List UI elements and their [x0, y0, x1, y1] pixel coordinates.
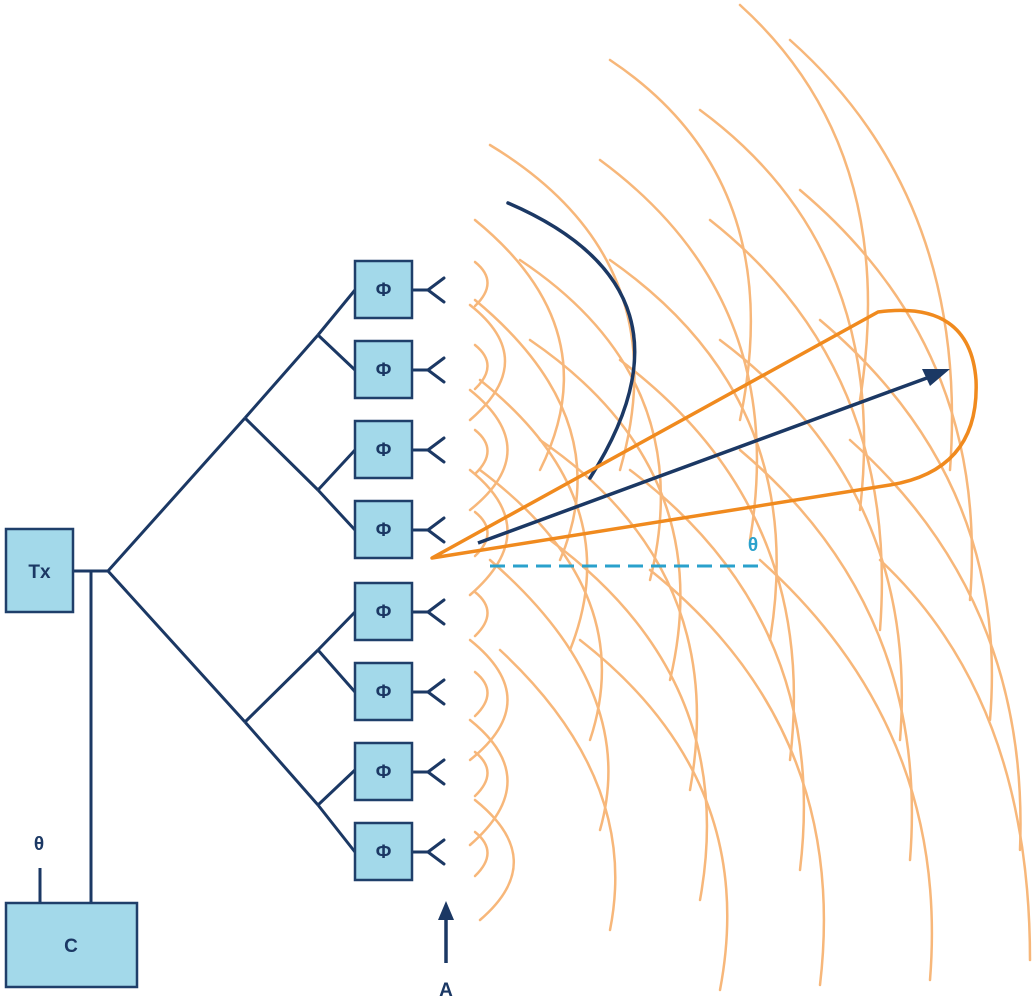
phase-shifter-label: Φ: [376, 682, 392, 703]
wavefront-arc: [468, 303, 507, 422]
transmitter-label: Tx: [28, 562, 51, 583]
antenna-element: [410, 838, 446, 866]
wavefronts: [468, 3, 1032, 992]
antenna-element: [410, 598, 446, 626]
wavefront-arc: [578, 638, 729, 992]
beam-direction-arrow: [477, 369, 950, 545]
wavefront-arc: [473, 260, 489, 308]
wavefront-arc: [468, 388, 509, 512]
wavefront-arc: [878, 558, 1032, 962]
wavefront-arc: [473, 298, 579, 562]
wavefront-arc: [518, 258, 663, 582]
phase-shifter-label: Φ: [376, 280, 392, 301]
wavefront-arc: [698, 108, 866, 512]
controller-label: C: [64, 936, 78, 957]
wavefront-arc: [818, 318, 994, 722]
beam-lobe: [430, 308, 978, 560]
wavefront-arc: [538, 438, 699, 792]
antenna-element: [410, 758, 446, 786]
wavefront-arc: [478, 468, 604, 742]
phase-shifter: Φ: [353, 419, 414, 480]
wavefront-arc: [618, 358, 796, 762]
wavefront-arc: [598, 158, 759, 542]
phase-shifter-label: Φ: [376, 440, 392, 461]
antenna-element: [410, 516, 446, 544]
array-label: A: [439, 980, 453, 1000]
antennas: [410, 276, 446, 866]
antenna-element: [410, 436, 446, 464]
antenna-element: [410, 276, 446, 304]
phase-shifter: Φ: [353, 499, 414, 560]
phase-shifter: Φ: [353, 661, 414, 722]
antenna-element: [410, 678, 446, 706]
wavefront-arc: [473, 218, 566, 472]
wavefront-indicator-arc: [506, 201, 637, 480]
wavefront-arc: [738, 3, 870, 402]
phase-shifter: Φ: [353, 581, 414, 642]
phase-shifters: Φ Φ Φ Φ Φ Φ Φ Φ: [353, 259, 414, 882]
phase-shifter: Φ: [353, 339, 414, 400]
controller-block: C: [4, 901, 139, 989]
wavefront-arc: [738, 448, 914, 862]
phase-shifter: Φ: [353, 741, 414, 802]
wavefront-arc: [648, 568, 826, 987]
wavefront-arc: [488, 558, 610, 832]
wavefront-arc: [488, 143, 636, 472]
wavefront-arc: [528, 338, 682, 682]
array-pointer-arrow: [438, 901, 454, 963]
wavefront-arc: [718, 338, 904, 742]
wavefront-arc: [608, 58, 753, 422]
controller-theta-label: θ: [34, 834, 44, 855]
wavefront-arc: [473, 798, 515, 922]
phase-shifter-label: Φ: [376, 762, 392, 783]
wavefront-arc: [758, 558, 934, 982]
wavefront-arc: [473, 590, 489, 638]
wavefront-arc: [788, 38, 954, 472]
phase-shifter: Φ: [353, 259, 414, 320]
wavefront-arc: [473, 343, 489, 391]
steering-angle-label: θ: [748, 535, 758, 556]
antenna-element: [410, 356, 446, 384]
phase-shifter-label: Φ: [376, 360, 392, 381]
phase-shifter: Φ: [353, 821, 414, 882]
wavefront-arc: [473, 428, 489, 476]
wavefront-arc: [548, 538, 709, 902]
wavefront-arc: [468, 718, 509, 847]
wavefront-arc: [798, 188, 974, 602]
transmitter-block: Tx: [4, 527, 75, 614]
wavefront-arc: [628, 468, 806, 872]
wavefront-arc: [478, 378, 589, 652]
wavefront-arc: [473, 670, 489, 718]
wavefront-arc: [498, 648, 617, 932]
phase-shifter-label: Φ: [376, 602, 392, 623]
wavefront-arc: [468, 638, 509, 762]
phase-shifter-label: Φ: [376, 842, 392, 863]
phase-shifter-label: Φ: [376, 520, 392, 541]
wavefront-arc: [473, 750, 489, 798]
feed-network: [38, 289, 357, 903]
